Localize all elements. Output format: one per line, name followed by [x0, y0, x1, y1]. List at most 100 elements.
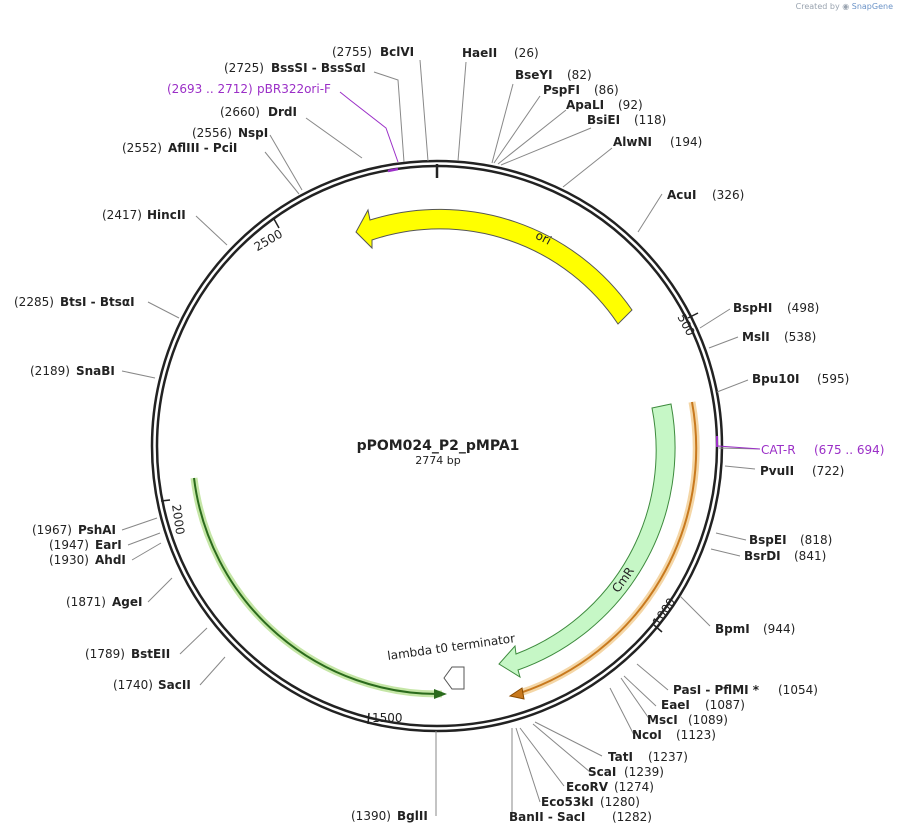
site-pos-bsssi: (2725) — [224, 61, 264, 75]
site-name-bsssi[interactable]: BssSI - BssSαI — [271, 61, 366, 75]
tick-label-1500: 1500 — [372, 711, 403, 725]
site-pos-eari: (1947) — [49, 538, 89, 552]
site-name-alwni[interactable]: AlwNI — [613, 135, 652, 149]
site-name-bclvi[interactable]: BclVI — [380, 45, 414, 59]
site-name-pspfi[interactable]: PspFI — [543, 83, 580, 97]
site-pos-pvuii: (722) — [812, 464, 844, 478]
site-name-bsrdi[interactable]: BsrDI — [744, 549, 781, 563]
site-pos-agei: (1871) — [66, 595, 106, 609]
site-pos-banii: (1282) — [612, 810, 652, 824]
site-labels: (2755) BclVI HaeII (26) (2725) BssSI - B… — [14, 45, 884, 824]
site-pos-afliii: (2552) — [122, 141, 162, 155]
site-pos-apali: (92) — [618, 98, 643, 112]
snapgene-credit: Created by ◉ SnapGene — [796, 2, 893, 11]
site-pos-cat-r: (675 .. 694) — [814, 443, 884, 457]
site-pos-tati: (1237) — [648, 750, 688, 764]
site-name-banii[interactable]: BanII - SacI — [509, 810, 585, 824]
tick-label-1000: 1000 — [650, 595, 679, 628]
plasmid-name: pPOM024_P2_pMPA1 — [357, 438, 520, 454]
site-pos-btsi: (2285) — [14, 295, 54, 309]
site-name-pbr322ori-f[interactable]: pBR322ori-F — [257, 82, 331, 96]
site-name-afliii[interactable]: AflIII - PciI — [168, 141, 237, 155]
site-pos-bsphi: (498) — [787, 301, 819, 315]
site-name-eari[interactable]: EarI — [95, 538, 122, 552]
site-name-agei[interactable]: AgeI — [112, 595, 142, 609]
tick-label-2000: 2000 — [169, 503, 187, 535]
site-name-pvuii[interactable]: PvuII — [760, 464, 794, 478]
site-name-msci[interactable]: MscI — [647, 713, 678, 727]
site-pos-bsteii: (1789) — [85, 647, 125, 661]
leader-lines — [121, 59, 761, 816]
site-pos-bseyi: (82) — [567, 68, 592, 82]
site-name-acui[interactable]: AcuI — [667, 188, 696, 202]
site-name-ecorv[interactable]: EcoRV — [566, 780, 609, 794]
site-name-pasi[interactable]: PasI - PflMI * — [673, 683, 760, 697]
site-pos-haeii: (26) — [514, 46, 539, 60]
terminator-icon[interactable] — [443, 666, 465, 690]
site-name-bsteii[interactable]: BstEII — [131, 647, 170, 661]
site-pos-snabi: (2189) — [30, 364, 70, 378]
site-name-tati[interactable]: TatI — [608, 750, 633, 764]
site-pos-bsiei: (118) — [634, 113, 666, 127]
primer-pbr322ori-f-leader — [339, 91, 399, 163]
tick-2000: 2000 — [160, 499, 187, 536]
credit-brand: SnapGene — [851, 2, 893, 11]
feature-green-arc[interactable] — [190, 477, 447, 699]
site-pos-bclvi: (2755) — [332, 45, 372, 59]
cmr-arrow[interactable] — [498, 403, 676, 679]
site-pos-drdi: (2660) — [220, 105, 260, 119]
site-name-scai[interactable]: ScaI — [588, 765, 616, 779]
site-name-bspei[interactable]: BspEI — [749, 533, 787, 547]
site-name-ahdi[interactable]: AhdI — [95, 553, 126, 567]
site-name-eaei[interactable]: EaeI — [661, 698, 690, 712]
site-pos-pshai: (1967) — [32, 523, 72, 537]
plasmid-size: 2774 bp — [415, 454, 460, 467]
site-name-btsi[interactable]: BtsI - BtsαI — [60, 295, 135, 309]
site-pos-bspei: (818) — [800, 533, 832, 547]
site-pos-pbr322ori-f: (2693 .. 2712) — [167, 82, 253, 96]
ori-arrow[interactable] — [355, 208, 633, 325]
site-name-bseyi[interactable]: BseYI — [515, 68, 553, 82]
snapgene-logo-icon: ◉ — [842, 2, 850, 11]
site-name-bpu10i[interactable]: Bpu10I — [752, 372, 799, 386]
site-pos-alwni: (194) — [670, 135, 702, 149]
site-pos-ahdi: (1930) — [49, 553, 89, 567]
primer-pbr322ori-f-mark — [387, 167, 399, 173]
site-name-bsphi[interactable]: BspHI — [733, 301, 772, 315]
site-pos-bpmi: (944) — [763, 622, 795, 636]
site-name-msli[interactable]: MslI — [742, 330, 770, 344]
primer-cat-r-leader — [717, 445, 761, 450]
ori-label: ori — [533, 228, 553, 248]
site-pos-eaei: (1087) — [705, 698, 745, 712]
site-name-pshai[interactable]: PshAI — [78, 523, 116, 537]
site-name-sacii[interactable]: SacII — [158, 678, 191, 692]
site-pos-eco53ki: (1280) — [600, 795, 640, 809]
site-pos-msli: (538) — [784, 330, 816, 344]
feature-lambda-t0-terminator[interactable]: lambda t0 terminator — [386, 631, 516, 690]
site-name-hincii[interactable]: HincII — [147, 208, 186, 222]
site-pos-nspi: (2556) — [192, 126, 232, 140]
site-name-drdi[interactable]: DrdI — [268, 105, 297, 119]
site-name-bsiei[interactable]: BsiEI — [587, 113, 620, 127]
site-name-eco53ki[interactable]: Eco53kI — [541, 795, 594, 809]
site-name-cat-r[interactable]: CAT-R — [761, 443, 796, 457]
feature-orange-arc[interactable] — [508, 401, 700, 700]
tick-1000: 1000 — [650, 595, 679, 633]
feature-ori[interactable]: ori — [355, 208, 633, 325]
site-name-bglii[interactable]: BglII — [397, 809, 428, 823]
site-pos-sacii: (1740) — [113, 678, 153, 692]
site-name-snabi[interactable]: SnaBI — [76, 364, 115, 378]
orange-arc-line[interactable] — [519, 401, 698, 694]
site-name-nspi[interactable]: NspI — [238, 126, 268, 140]
site-name-apali[interactable]: ApaLI — [566, 98, 604, 112]
green-arc-line[interactable] — [193, 477, 443, 696]
terminator-label: lambda t0 terminator — [386, 631, 515, 663]
site-pos-bglii: (1390) — [351, 809, 391, 823]
green-arc-arrowhead-icon — [434, 689, 447, 699]
site-name-bpmi[interactable]: BpmI — [715, 622, 750, 636]
site-pos-pspfi: (86) — [594, 83, 619, 97]
credit-prefix: Created by — [795, 2, 840, 11]
site-name-ncoi[interactable]: NcoI — [632, 728, 662, 742]
site-name-haeii[interactable]: HaeII — [462, 46, 497, 60]
